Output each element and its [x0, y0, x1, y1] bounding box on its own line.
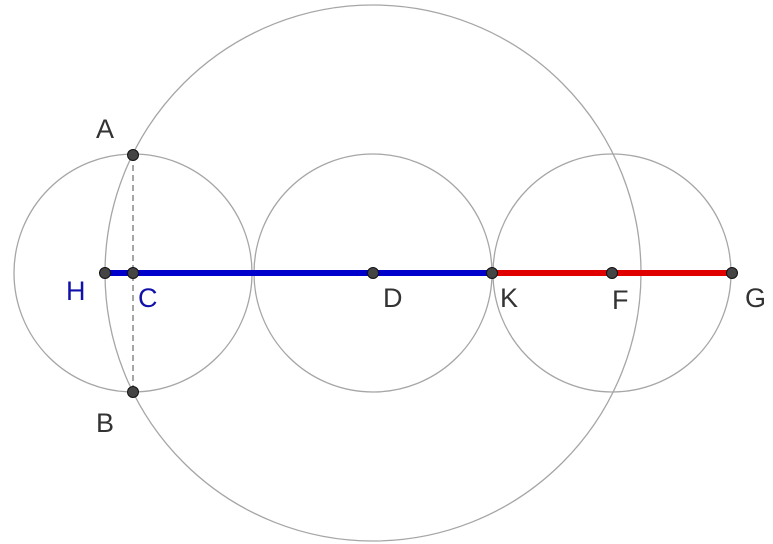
point-D — [367, 267, 379, 279]
point-A — [127, 149, 139, 161]
label-A: A — [96, 114, 114, 144]
label-C: C — [138, 283, 158, 313]
label-D: D — [383, 283, 403, 313]
label-F: F — [612, 285, 629, 315]
label-B: B — [96, 408, 114, 438]
point-B — [127, 386, 139, 398]
point-F — [606, 267, 618, 279]
point-C — [127, 267, 139, 279]
point-H — [99, 267, 111, 279]
point-K — [486, 267, 498, 279]
label-G: G — [745, 283, 766, 313]
point-G — [726, 267, 738, 279]
label-H: H — [66, 276, 86, 306]
label-K: K — [500, 283, 518, 313]
